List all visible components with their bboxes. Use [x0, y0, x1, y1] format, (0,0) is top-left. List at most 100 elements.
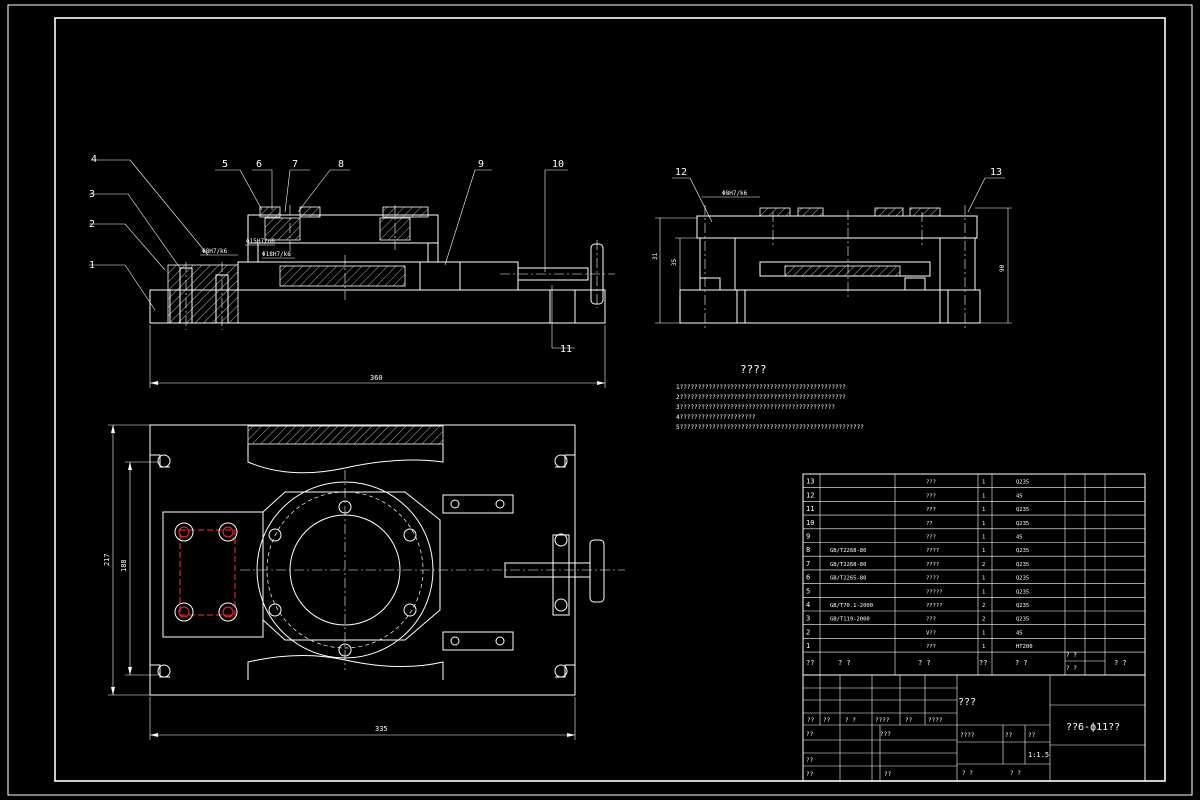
bom-cell-no: 10	[806, 519, 814, 527]
approve-label: ??	[884, 771, 892, 778]
technical-notes: ???? 1??????????????????????????????????…	[676, 363, 864, 431]
rev-a: ??	[807, 717, 815, 724]
stage-label: ????	[960, 732, 975, 739]
bom-cell-no: 2	[806, 628, 810, 636]
bom-header-c6b: ? ?	[1066, 665, 1077, 672]
bom-header-c7: ? ?	[1114, 659, 1127, 667]
front-top-plate	[247, 214, 439, 244]
rev-e: ??	[905, 717, 913, 724]
bom-cell-mat: Q235	[1016, 589, 1029, 595]
bom-cell-qty: 2	[982, 617, 985, 623]
bom-cell-name: ???	[926, 617, 936, 623]
bom-cell-code: GB/T119-2000	[830, 617, 870, 623]
callout-3: 3	[89, 189, 95, 200]
callout-11: 11	[560, 344, 572, 355]
bom-cell-no: 7	[806, 560, 810, 568]
plan-base-outline	[149, 424, 576, 696]
bom-cell-qty: 1	[982, 493, 985, 499]
bom-cell-name: V??	[926, 630, 936, 636]
bom-cell-code: GB/T2268-80	[830, 548, 866, 554]
side-base-plate	[679, 289, 981, 324]
notes-line-2: 2???????????????????????????????????????…	[676, 394, 846, 401]
bom-cell-name: ??	[926, 521, 933, 527]
bom-cell-qty: 2	[982, 603, 985, 609]
bom-cell-qty: 1	[982, 507, 985, 513]
dim-side-h3: 90	[999, 264, 1006, 272]
notes-line-1: 1???????????????????????????????????????…	[676, 384, 846, 391]
callout-7: 7	[292, 159, 298, 170]
fit-label-c: Φ18H7/k6	[262, 251, 291, 258]
bom-cell-qty: 1	[982, 589, 985, 595]
bom-cell-qty: 2	[982, 562, 985, 568]
inner-frame	[54, 17, 1166, 782]
rev-b: ??	[823, 717, 831, 724]
bom-cell-code: GB/T2268-80	[830, 562, 866, 568]
bom-cell-no: 12	[806, 491, 814, 499]
bom-header-qty: ??	[979, 659, 987, 667]
bom-cell-mat: Q235	[1016, 603, 1029, 609]
dim-plan-inner: 188	[120, 559, 128, 572]
weight-label: ??	[1005, 732, 1013, 739]
front-view: 4 3 2 1 5 6 7 8 9 10 11 Φ8H7/k6 Φ15H7/n6…	[89, 154, 615, 388]
bom-cell-no: 6	[806, 574, 810, 582]
bom-cell-mat: Q235	[1016, 562, 1029, 568]
bom-cell-mat: Q235	[1016, 617, 1029, 623]
bom-cell-name: ?????	[926, 603, 943, 609]
bom-header-mat: ? ?	[1015, 659, 1028, 667]
dim-front-width: 360	[370, 374, 383, 382]
callout-10: 10	[552, 159, 564, 170]
plan-view: 217 188 335	[103, 424, 625, 740]
bom-cell-mat: 45	[1016, 630, 1023, 636]
fit-label-b: Φ15H7/n6	[246, 238, 275, 245]
callout-8: 8	[338, 159, 344, 170]
bom-header-name: ? ?	[918, 659, 931, 667]
bom-cell-qty: 1	[982, 535, 985, 541]
review-label: ??	[806, 757, 814, 764]
bom-cell-no: 5	[806, 587, 810, 595]
process-label: ??	[806, 771, 814, 778]
callout-12: 12	[675, 167, 687, 178]
rev-d: ????	[875, 717, 890, 724]
bom-cell-qty: 1	[982, 480, 985, 486]
rev-f: ????	[928, 717, 943, 724]
fit-label-a: Φ8H7/k6	[202, 248, 228, 255]
bom-header-no: ??	[806, 659, 814, 667]
bom-cell-no: 3	[806, 615, 810, 623]
part-title: ??6-ф11??	[1066, 721, 1120, 733]
design-label: ??	[806, 731, 814, 738]
bom-header-c6: ? ?	[1066, 652, 1077, 659]
bom-cell-name: ????	[926, 576, 939, 582]
dim-plan-width: 335	[375, 725, 388, 733]
notes-line-5: 5???????????????????????????????????????…	[676, 424, 864, 431]
standard-label: ???	[880, 731, 891, 738]
bom-cell-mat: 45	[1016, 535, 1023, 541]
bom-cell-name: ???	[926, 535, 936, 541]
bom-cell-name: ????	[926, 562, 939, 568]
callout-13: 13	[990, 167, 1002, 178]
bom-cell-name: ???	[926, 480, 936, 486]
callout-1: 1	[89, 260, 95, 271]
plan-v-block	[162, 511, 264, 638]
dim-side-h1: 31	[652, 252, 659, 260]
callout-5: 5	[222, 159, 228, 170]
bom-cell-name: ???	[926, 493, 936, 499]
bom-cell-name: ????	[926, 548, 939, 554]
bom-cell-mat: Q235	[1016, 521, 1029, 527]
bom-cell-qty: 1	[982, 644, 985, 650]
bom-cell-code: GB/T70.1-2000	[830, 603, 873, 609]
bom-cell-no: 4	[806, 601, 810, 609]
outer-frame	[7, 4, 1193, 796]
side-top-plate	[696, 215, 978, 239]
notes-title: ????	[740, 363, 767, 376]
bom-cell-no: 9	[806, 533, 810, 541]
drawing-name: ???	[958, 697, 976, 708]
ratio-label: ??	[1028, 732, 1036, 739]
bom-cell-mat: 45	[1016, 493, 1023, 499]
bom-cell-no: 8	[806, 546, 810, 554]
bom-cell-mat: HT200	[1016, 644, 1033, 650]
callout-4: 4	[91, 154, 97, 165]
dim-side-h2: 35	[671, 258, 678, 266]
callout-6: 6	[256, 159, 262, 170]
bom-cell-qty: 1	[982, 521, 985, 527]
